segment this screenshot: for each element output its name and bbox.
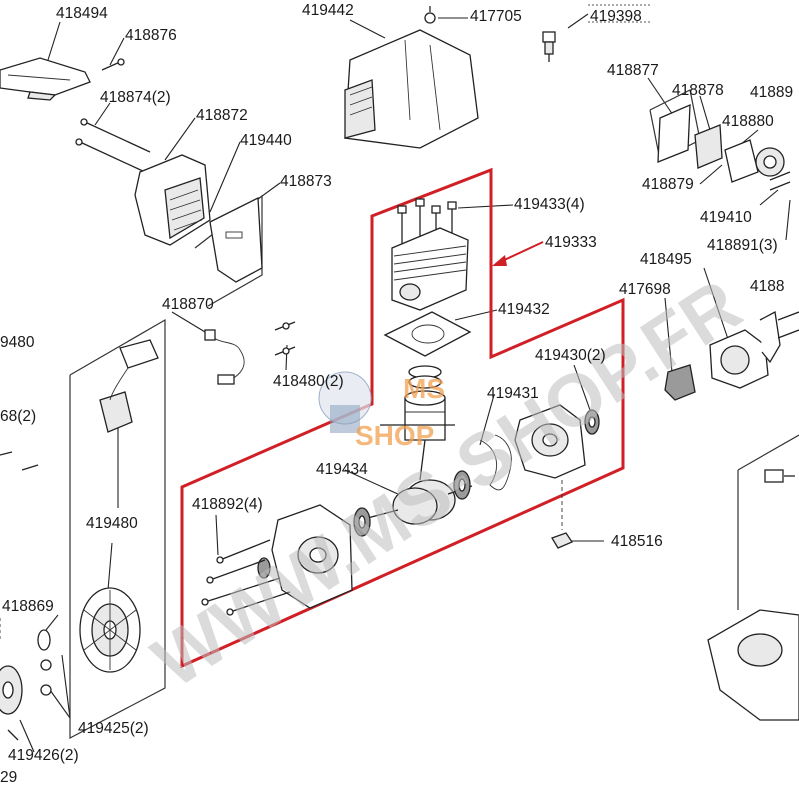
starter-housing-418495 — [709, 310, 781, 389]
part-label: 418880 — [722, 113, 774, 130]
gasket-418877 — [657, 103, 691, 163]
engine-cover-part — [344, 29, 479, 149]
screws-419426 — [7, 729, 19, 741]
part-label: 4188 — [750, 278, 784, 295]
part-label: 29 — [0, 769, 17, 786]
carburetor-418880 — [724, 139, 785, 183]
fitting-right — [764, 469, 795, 483]
part-label: 419440 — [240, 132, 292, 149]
part-label: 418876 — [125, 27, 177, 44]
screw-418876 — [101, 58, 125, 71]
cylinder-419333 — [391, 227, 469, 311]
cylinder-gasket-419432 — [383, 311, 472, 357]
part-label: 418892(4) — [192, 496, 263, 513]
heat-shield-part — [209, 196, 263, 283]
part-label: 418869 — [2, 598, 54, 615]
wire-418870 — [204, 329, 245, 385]
switch-417698 — [664, 364, 696, 401]
crankcase-left — [271, 504, 353, 609]
highlight-arrow-head — [492, 255, 507, 266]
crankcase-gasket — [479, 434, 512, 491]
part-label: 418872 — [196, 107, 248, 124]
part-label: 41889 — [750, 84, 793, 101]
filter-418878 — [694, 124, 723, 169]
part-label: 418877 — [607, 62, 659, 79]
screws-68 — [0, 451, 39, 471]
part-label: 418874(2) — [100, 89, 171, 106]
part-label: 419432 — [498, 301, 550, 318]
washer-418869 — [37, 629, 51, 651]
part-label: 418873 — [280, 173, 332, 190]
part-label: 419431 — [487, 385, 539, 402]
logo-text-line2: SHOP — [355, 420, 434, 451]
part-label: 418878 — [672, 82, 724, 99]
part-label: 418879 — [642, 176, 694, 193]
part-label: 418495 — [640, 251, 692, 268]
highlight-arrow-line — [499, 241, 544, 263]
part-label: 419430(2) — [535, 347, 606, 364]
part-label: 419480 — [86, 515, 138, 532]
piston-419431 — [380, 390, 455, 441]
screws-418480 — [274, 321, 296, 356]
part-label: 68(2) — [0, 408, 36, 425]
part-label: 419410 — [700, 209, 752, 226]
part-label: 419426(2) — [8, 747, 79, 764]
seal-419430-right — [584, 409, 600, 435]
screw-417705 — [424, 6, 436, 24]
part-label: 417698 — [619, 281, 671, 298]
muffler-part — [134, 154, 211, 246]
part-label: 419333 — [545, 234, 597, 251]
seal-419430-left — [257, 557, 271, 579]
bolts-4188-right — [777, 311, 799, 339]
part-label: 418480(2) — [273, 373, 344, 390]
part-labels: 418494 418876 418874(2) 418872 419440 41… — [0, 2, 793, 786]
bearing-right — [453, 470, 471, 500]
spark-plug-part — [542, 31, 556, 62]
shop-logo: MS SHOP — [318, 371, 445, 451]
part-label: 419433(4) — [514, 196, 585, 213]
nut-418516 — [551, 480, 573, 549]
leader-lines — [19, 13, 791, 753]
part-label: 419442 — [302, 2, 354, 19]
highlight-frame — [180, 167, 625, 669]
part-label: 418494 — [56, 5, 108, 22]
piston-rings — [408, 365, 442, 389]
fuel-tank-right — [707, 609, 799, 721]
ignition-coil-419480 — [99, 339, 159, 433]
logo-text-line1: MS — [403, 373, 445, 404]
flywheel-419480 — [79, 587, 141, 673]
bracket-part — [0, 57, 91, 101]
part-label: 419398 — [590, 8, 642, 25]
part-label: 418891(3) — [707, 237, 778, 254]
nuts-419425 — [40, 659, 52, 696]
part-label: 418870 — [162, 296, 214, 313]
part-label: 418516 — [611, 533, 663, 550]
crankcase-bolts-418892 — [201, 539, 291, 616]
ignition-assembly-frame — [69, 318, 166, 739]
clutch-left — [0, 618, 23, 715]
part-label: 419434 — [316, 461, 368, 478]
crankcase-right — [514, 404, 586, 479]
part-label: 419425(2) — [78, 720, 149, 737]
bolts-418874 — [75, 118, 151, 173]
part-label: 9480 — [0, 334, 35, 351]
bearing-left — [353, 507, 371, 537]
crankshaft-419434 — [359, 439, 473, 525]
bolts-418891 — [769, 171, 791, 191]
part-label: 417705 — [470, 8, 522, 25]
right-assembly-frame-top — [737, 434, 799, 471]
